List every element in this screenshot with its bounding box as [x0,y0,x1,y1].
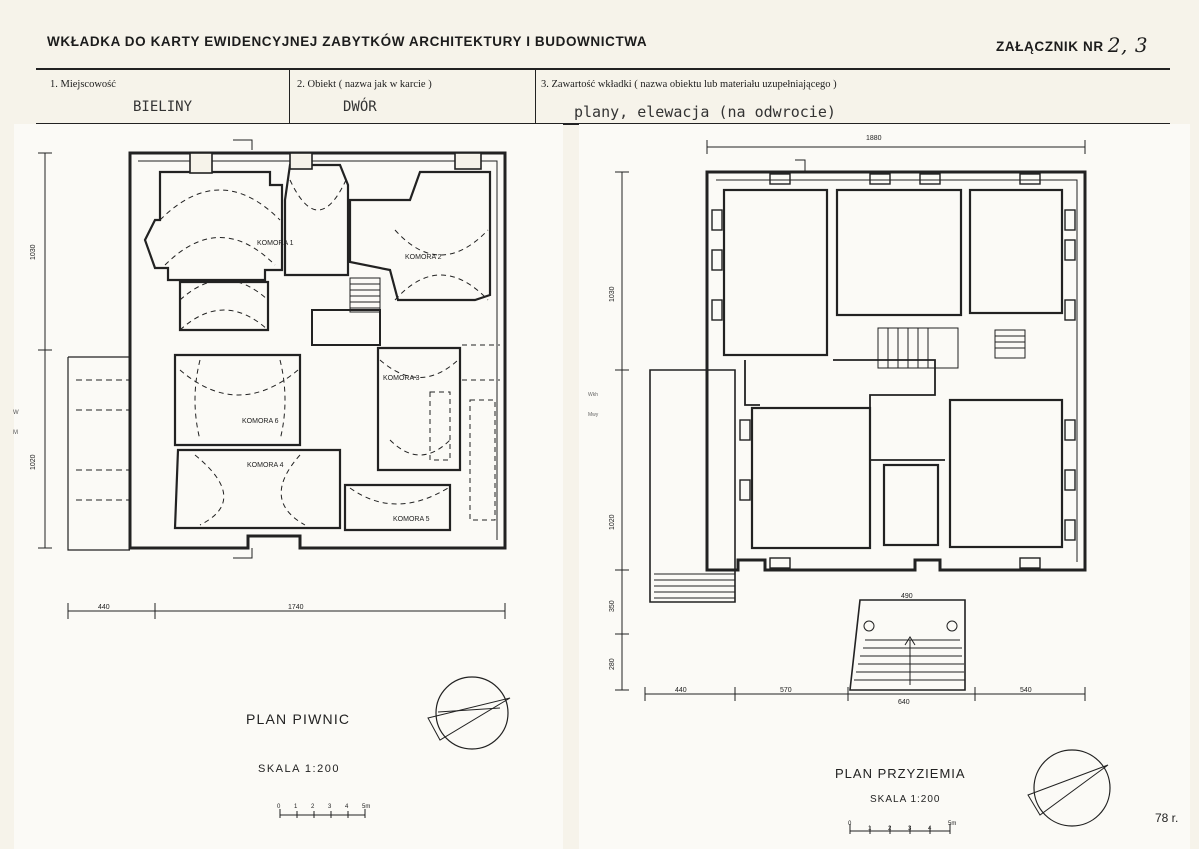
contents-value: plany, elewacja (na odwrocie) [574,103,836,121]
left-sheet [14,124,563,849]
attachment-label: ZAŁĄCZNIK NR [996,39,1104,54]
header-rule-top [36,68,1170,70]
field-divider-1 [289,69,290,124]
document-title: WKŁADKA DO KARTY EWIDENCYJNEJ ZABYTKÓW A… [47,34,648,49]
contents-label: 3. Zawartość wkładki ( nazwa obiektu lub… [541,79,837,90]
field-divider-2 [535,69,536,124]
object-value: DWÓR [343,99,377,115]
locality-value: BIELINY [133,99,193,115]
attachment-number-value: 2, 3 [1107,33,1149,57]
locality-label: 1. Miejscowość [50,79,116,90]
object-label: 2. Obiekt ( nazwa jak w karcie ) [297,79,432,90]
